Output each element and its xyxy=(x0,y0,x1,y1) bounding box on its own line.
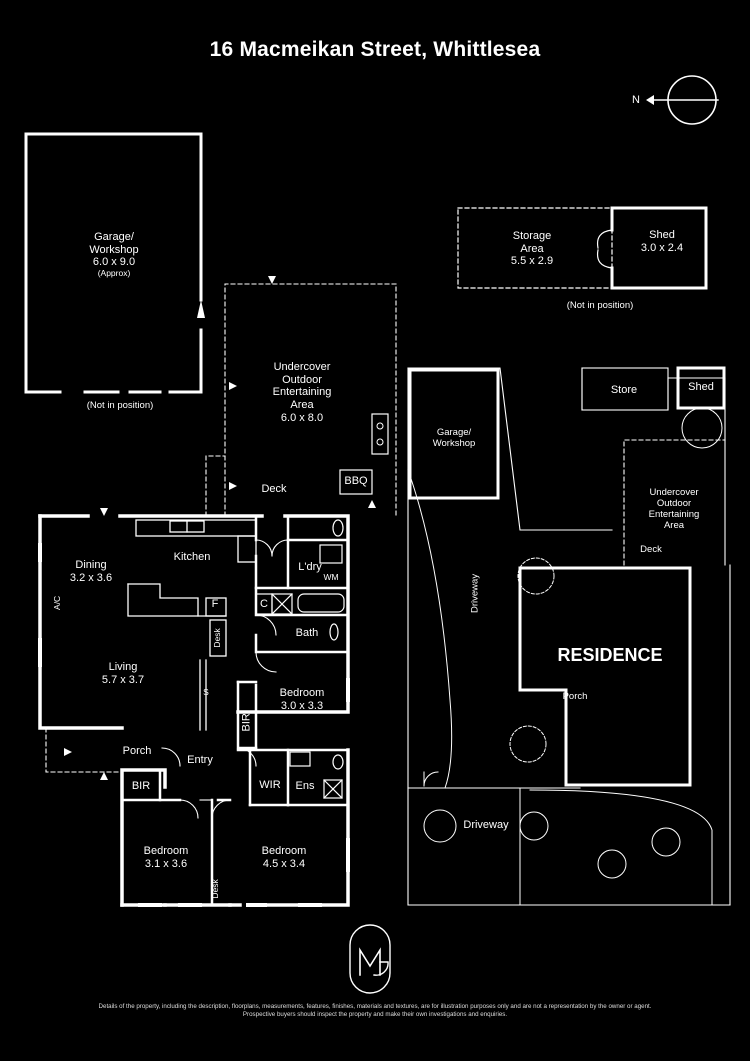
site-outdoor-outline xyxy=(623,439,726,566)
storage-area-outline xyxy=(457,207,613,289)
site-driveway-horizontal-label: Driveway xyxy=(463,819,509,831)
s-label: S xyxy=(203,687,209,697)
master-bedroom-label: Bedroom 4.5 x 3.4 xyxy=(261,845,307,870)
site-residence xyxy=(518,566,692,787)
site-outdoor-label: Undercover Outdoor Entertaining Area xyxy=(648,487,700,531)
fridge-label: F xyxy=(211,598,219,610)
site-store xyxy=(581,367,669,411)
entry-label: Entry xyxy=(187,754,213,766)
garage-label: Garage/ Workshop 6.0 x 9.0 (Approx) xyxy=(89,231,139,278)
living-label: Living 5.7 x 3.7 xyxy=(101,661,145,686)
kitchen-label: Kitchen xyxy=(173,551,211,563)
site-deck-label: Deck xyxy=(640,544,662,555)
bedroom-2-label: Bedroom 3.0 x 3.3 xyxy=(279,687,325,712)
site-shed-label: Shed xyxy=(688,381,714,393)
kitchen-desk-label: Desk xyxy=(212,628,223,648)
outdoor-label: Undercover Outdoor Entertaining Area 6.0… xyxy=(272,361,332,424)
garage-note: (Not in position) xyxy=(86,400,154,411)
laundry-label: L'dry xyxy=(298,561,322,573)
mg-logo-icon xyxy=(349,924,391,994)
door-arrow-icon xyxy=(197,300,205,318)
cupboard-label: C xyxy=(260,598,268,610)
arrow-icon xyxy=(368,500,376,508)
site-porch-label: Porch xyxy=(562,691,588,702)
bbq-box xyxy=(339,469,373,495)
bir-side-label: BIR xyxy=(240,713,253,732)
bir-bottom-label: BIR xyxy=(131,780,151,792)
compass-label: N xyxy=(632,94,640,106)
bbq-label: BBQ xyxy=(344,475,368,487)
gate-icon xyxy=(423,771,439,787)
wm-label: WM xyxy=(323,572,339,582)
arrow-icon xyxy=(268,276,276,284)
kitchen-benches xyxy=(127,519,257,731)
garage-workshop-outline xyxy=(24,132,203,394)
shed-label: Shed 3.0 x 2.4 xyxy=(640,229,684,254)
ensuite-label: Ens xyxy=(295,780,315,792)
storage-note: (Not in position) xyxy=(566,300,634,311)
page-title: 16 Macmeikan Street, Whittlesea xyxy=(209,38,541,61)
shed-outline xyxy=(610,206,708,290)
deck-label: Deck xyxy=(261,483,287,495)
wir-label: WIR xyxy=(259,779,281,791)
driveway-curve xyxy=(407,469,453,789)
windows xyxy=(38,543,350,907)
arrow-icon xyxy=(229,482,237,490)
site-garage xyxy=(408,368,500,500)
site-residence-label: RESIDENCE xyxy=(557,645,663,665)
wet-area-fixtures xyxy=(255,519,345,799)
arrow-icon xyxy=(64,748,72,756)
arrow-icon xyxy=(100,772,108,780)
bbq-sink-icon xyxy=(371,413,389,455)
arrow-icon xyxy=(229,382,237,390)
bedroom-3-label: Bedroom 3.1 x 3.6 xyxy=(143,845,189,870)
disclaimer: Details of the property, including the d… xyxy=(98,1003,652,1019)
tree-icons xyxy=(423,407,723,879)
porch-label: Porch xyxy=(122,745,152,757)
door-swings xyxy=(161,539,289,819)
shed-door-icon xyxy=(596,229,613,269)
site-boundary xyxy=(407,367,731,906)
compass-icon xyxy=(646,75,719,125)
arrow-icon xyxy=(100,508,108,516)
site-driveway-vertical-label: Driveway xyxy=(469,573,481,613)
site-garage-label: Garage/ Workshop xyxy=(432,427,476,449)
bath-label: Bath xyxy=(295,627,319,639)
dining-label: Dining 3.2 x 3.6 xyxy=(69,559,113,584)
storage-label: Storage Area 5.5 x 2.9 xyxy=(510,230,554,268)
interior-walls xyxy=(120,514,350,907)
ac-label: A/C xyxy=(52,595,63,610)
porch-outline xyxy=(45,727,121,773)
site-store-label: Store xyxy=(610,384,638,396)
bedroom-desk-label: Desk xyxy=(210,879,221,899)
